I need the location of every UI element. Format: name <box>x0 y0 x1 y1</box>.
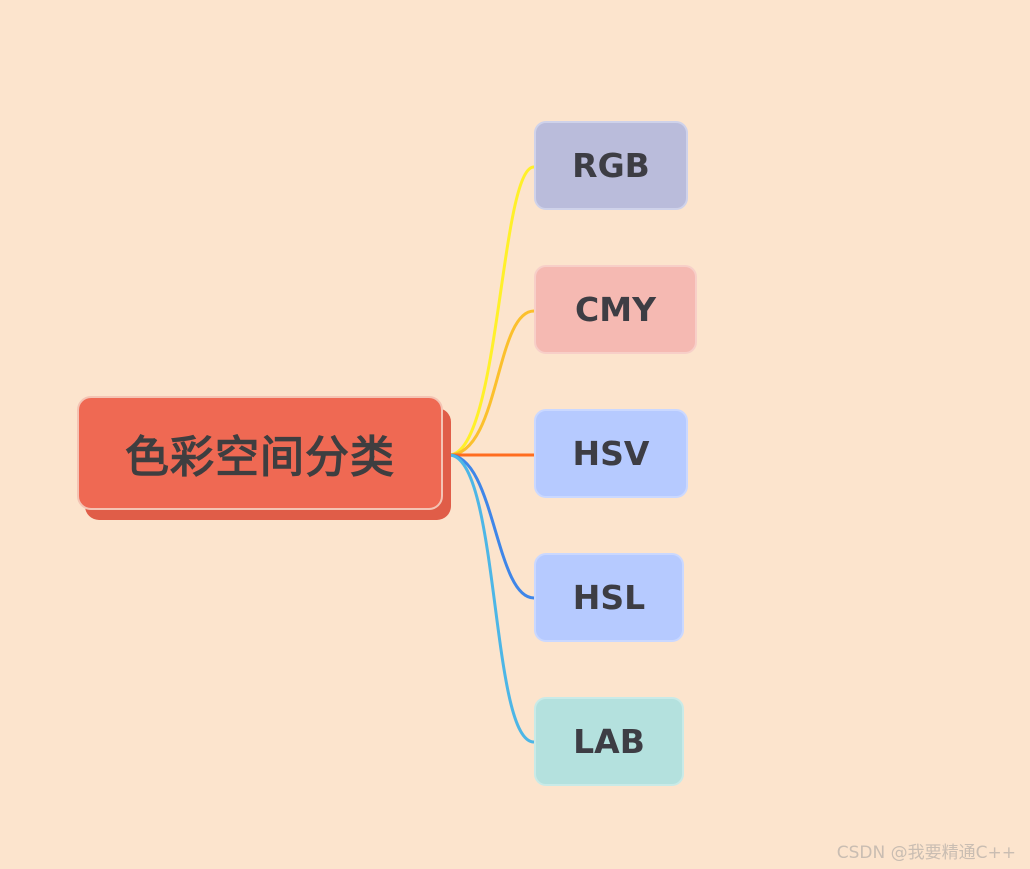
connector-hsl <box>448 453 535 600</box>
topic-cmy-label: CMY <box>575 290 656 329</box>
topic-hsv-label: HSV <box>572 434 650 473</box>
root-topic[interactable]: 色彩空间分类 <box>77 396 443 510</box>
topic-hsl-label: HSL <box>572 578 646 617</box>
connector-cmy <box>448 309 535 457</box>
connector-lab <box>448 453 535 744</box>
topic-lab-label: LAB <box>573 722 645 761</box>
topic-hsl[interactable]: HSL <box>534 553 684 642</box>
topic-lab[interactable]: LAB <box>534 697 684 786</box>
topic-hsv[interactable]: HSV <box>534 409 688 498</box>
watermark: CSDN @我要精通C++ <box>836 843 1016 863</box>
root-topic-label: 色彩空间分类 <box>125 432 395 483</box>
topic-cmy[interactable]: CMY <box>534 265 697 354</box>
topic-rgb[interactable]: RGB <box>534 121 688 210</box>
topic-rgb-label: RGB <box>572 146 650 185</box>
connector-rgb <box>448 165 535 457</box>
